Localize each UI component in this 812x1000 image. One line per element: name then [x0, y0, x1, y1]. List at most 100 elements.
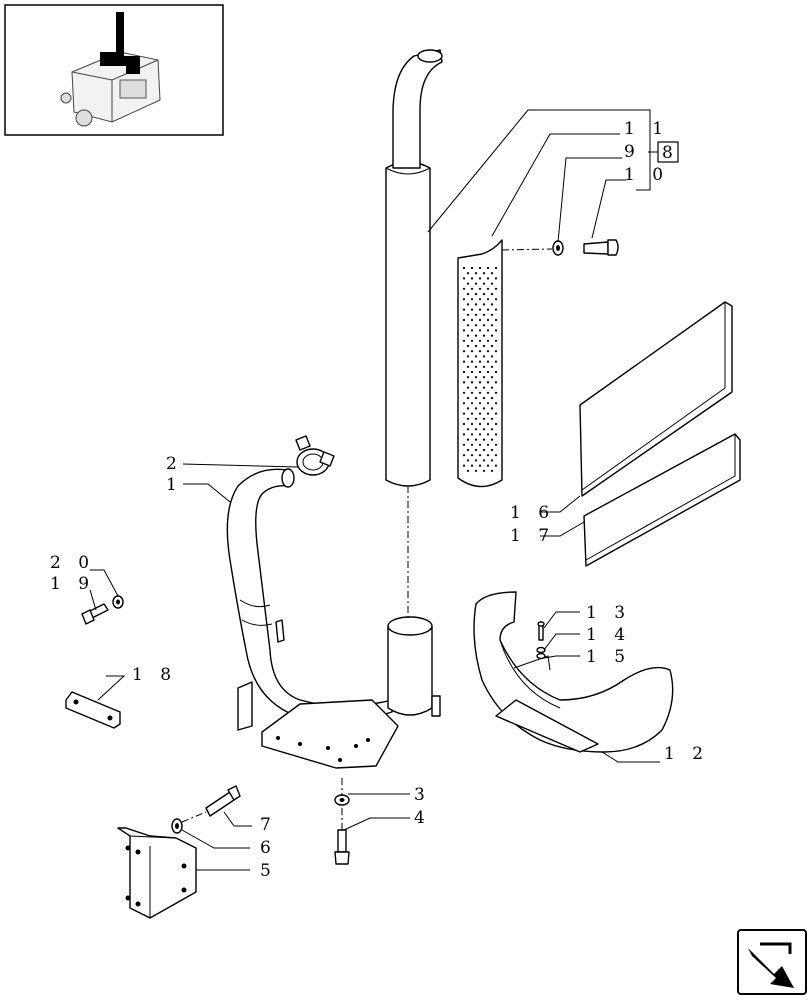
perforation-hole: [474, 469, 478, 472]
perforation-hole: [462, 433, 466, 436]
perforation-hole: [490, 396, 494, 400]
perforation-hole: [494, 422, 498, 426]
perforation-hole: [462, 266, 466, 270]
perforation-hole: [486, 422, 490, 426]
perforation-hole: [474, 417, 478, 420]
perforation-hole: [470, 443, 474, 446]
perforation-hole: [470, 464, 474, 467]
perforation-hole: [490, 407, 494, 410]
perforation-hole: [490, 469, 494, 472]
perforation-hole: [482, 365, 486, 368]
perforation-hole: [478, 381, 482, 384]
perforation-hole: [486, 308, 490, 311]
perforation-hole: [466, 459, 470, 462]
leader-lines: [89, 109, 660, 871]
perforation-hole: [486, 391, 490, 394]
guard-washer: [536, 646, 546, 660]
perforation-hole: [494, 402, 498, 405]
perforation-hole: [462, 381, 466, 384]
perforation-hole: [470, 422, 474, 426]
perforation-hole: [486, 464, 490, 467]
perforation-hole: [466, 344, 470, 348]
perforation-hole: [462, 422, 466, 426]
perforation-hole: [490, 428, 494, 431]
bracket-bolt: [205, 785, 241, 817]
perforation-hole: [474, 282, 478, 285]
perforation-hole: [478, 433, 482, 436]
perforation-hole: [486, 339, 490, 342]
perforation-hole: [490, 344, 494, 348]
perforation-hole: [466, 303, 470, 306]
perforation-hole: [474, 355, 478, 358]
perforation-hole: [462, 391, 466, 394]
callout-2: 2: [166, 454, 183, 474]
perforation-hole: [478, 308, 482, 311]
mounting-bracket: [117, 827, 197, 919]
perforation-hole: [462, 360, 466, 363]
insulation-pad-lower: [583, 433, 741, 567]
perforation-hole: [478, 443, 482, 446]
perforation-hole: [490, 386, 494, 389]
perforation-hole: [462, 277, 466, 280]
perforation-hole: [494, 266, 498, 270]
muffler-inlet: [387, 616, 441, 717]
perforation-hole: [482, 272, 486, 275]
callout-19: 1 9: [50, 574, 95, 594]
perforation-hole: [494, 277, 498, 280]
bracket-washer: [171, 818, 183, 834]
engine-location-thumbnail[interactable]: [4, 4, 224, 136]
callout-8: 8: [662, 143, 679, 163]
callout-12: 1 2: [664, 744, 709, 764]
perforation-hole: [466, 407, 470, 410]
perforation-hole: [494, 370, 498, 374]
callout-6: 6: [260, 838, 277, 858]
muffler-guard: [473, 591, 674, 753]
perforation-hole: [478, 370, 482, 374]
callout-11: 1 1: [624, 119, 669, 139]
perforation-hole: [478, 266, 482, 270]
perforation-hole: [474, 303, 478, 306]
perforation-hole: [466, 448, 470, 452]
perforation-hole: [490, 438, 494, 441]
next-page-arrow-icon[interactable]: [737, 929, 807, 995]
perforation-hole: [470, 433, 474, 436]
perforation-hole: [474, 428, 478, 431]
perforation-hole: [494, 464, 498, 467]
perforation-hole: [466, 355, 470, 358]
perforation-hole: [462, 443, 466, 446]
perforation-hole: [466, 313, 470, 316]
perforation-hole: [486, 277, 490, 280]
perforation-hole: [470, 381, 474, 384]
perforation-hole: [490, 282, 494, 285]
perforation-hole: [474, 272, 478, 275]
perforation-hole: [478, 360, 482, 363]
perforation-hole: [466, 365, 470, 368]
perforation-hole: [470, 402, 474, 405]
perforation-hole: [466, 428, 470, 431]
perforation-hole: [462, 318, 466, 322]
callout-20: 2 0: [50, 553, 95, 573]
perforation-hole: [494, 360, 498, 363]
perforation-hole: [482, 313, 486, 316]
perforation-hole: [482, 355, 486, 358]
perforation-hole: [474, 459, 478, 462]
callout-4: 4: [414, 808, 431, 828]
strap-plate: [65, 691, 121, 729]
perforation-hole: [494, 350, 498, 353]
perforation-hole: [470, 308, 474, 311]
callout-7: 7: [260, 815, 277, 835]
perforation-hole: [478, 464, 482, 467]
callout-9: 9: [624, 142, 641, 162]
perforation-hole: [486, 412, 490, 415]
perforation-hole: [474, 438, 478, 441]
perforation-hole: [466, 292, 470, 296]
perforation-hole: [482, 344, 486, 348]
lower-bolt: [334, 829, 350, 865]
callout-labels: 2 1 2 0 1 9 1 8 3 4 7 6 5 1 1 9 1 0 8 1 …: [50, 119, 709, 881]
perforation-hole: [482, 417, 486, 420]
perforation-hole: [478, 298, 482, 301]
perforation-hole: [486, 454, 490, 457]
perforation-hole: [462, 464, 466, 467]
perforation-hole: [462, 339, 466, 342]
